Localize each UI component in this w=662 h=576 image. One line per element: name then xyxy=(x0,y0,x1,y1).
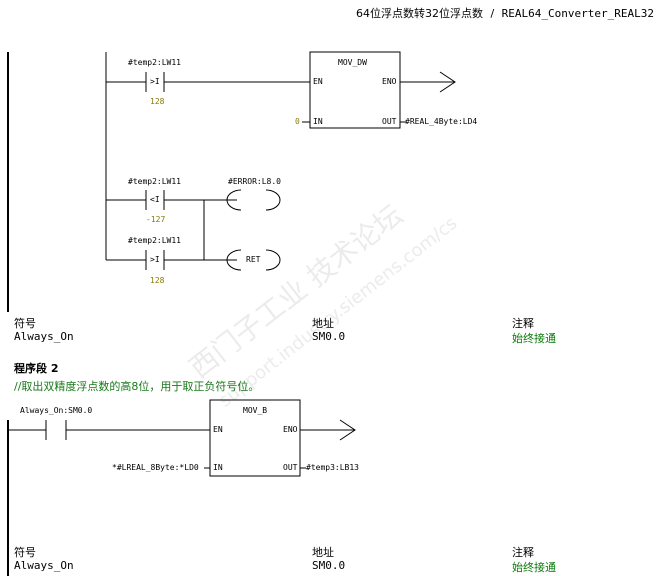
table2-symbol: Always_On xyxy=(14,559,74,572)
contact3-operator: >I xyxy=(150,255,160,264)
movdw-title: MOV_DW xyxy=(338,58,367,67)
contact1-value: 128 xyxy=(150,97,165,106)
table1-col-address: 地址 xyxy=(312,317,334,330)
table2-col-symbol: 符号 xyxy=(14,546,36,559)
table1-comment: 始终接通 xyxy=(512,332,556,345)
coil2-right-arc xyxy=(265,249,281,271)
network2-title: 程序段 2 xyxy=(14,362,59,375)
movb-out-value: #temp3:LB13 xyxy=(306,463,359,472)
table1-col-symbol: 符号 xyxy=(14,317,36,330)
page-header: 64位浮点数转32位浮点数 / REAL64_Converter_REAL32 xyxy=(352,5,654,21)
table2-comment: 始终接通 xyxy=(512,561,556,574)
header-block-name: REAL64_Converter_REAL32 xyxy=(501,7,654,20)
movdw-in: IN xyxy=(313,117,323,126)
contact4-address: Always_On:SM0.0 xyxy=(20,406,93,415)
coil1-left-arc xyxy=(226,189,242,211)
movb-out: OUT xyxy=(283,463,298,472)
movb-in: IN xyxy=(213,463,223,472)
contact2-operator: <I xyxy=(150,195,160,204)
header-title: 64位浮点数转32位浮点数 xyxy=(355,7,483,20)
contact1-operator: >I xyxy=(150,77,160,86)
table1-col-comment: 注释 xyxy=(512,317,534,330)
movb-box xyxy=(209,399,301,477)
table1-address: SM0.0 xyxy=(312,330,346,343)
movb-title: MOV_B xyxy=(243,406,268,415)
contact2-value: -127 xyxy=(146,215,166,224)
eno-arrow-1 xyxy=(439,71,456,93)
movdw-en: EN xyxy=(313,77,323,86)
contact3-value: 128 xyxy=(150,276,165,285)
table1-symbol: Always_On xyxy=(14,330,74,343)
contact2-address: #temp2:LW11 xyxy=(128,177,181,186)
contact3-address: #temp2:LW11 xyxy=(128,236,181,245)
table2-address: SM0.0 xyxy=(312,559,346,572)
table2-col-comment: 注释 xyxy=(512,546,534,559)
header-separator: / xyxy=(490,7,495,20)
movdw-out: OUT xyxy=(382,117,397,126)
movdw-out-value: #REAL_4Byte:LD4 xyxy=(405,117,478,126)
coil2-left-arc xyxy=(226,249,242,271)
table2-col-address: 地址 xyxy=(312,546,334,559)
movb-in-value: *#LREAL_8Byte:*LD0 xyxy=(112,463,199,472)
coil2-label: RET xyxy=(246,255,261,264)
movdw-eno: ENO xyxy=(382,77,397,86)
coil1-right-arc xyxy=(265,189,281,211)
movdw-in-value: 0 xyxy=(295,117,300,126)
network2-comment: //取出双精度浮点数的高8位，用于取正负符号位。 xyxy=(14,380,260,393)
eno-arrow-2 xyxy=(339,419,356,441)
movdw-box xyxy=(309,51,401,129)
movb-eno: ENO xyxy=(283,425,298,434)
coil1-address: #ERROR:L8.0 xyxy=(228,177,281,186)
movb-en: EN xyxy=(213,425,223,434)
contact1-address: #temp2:LW11 xyxy=(128,58,181,67)
